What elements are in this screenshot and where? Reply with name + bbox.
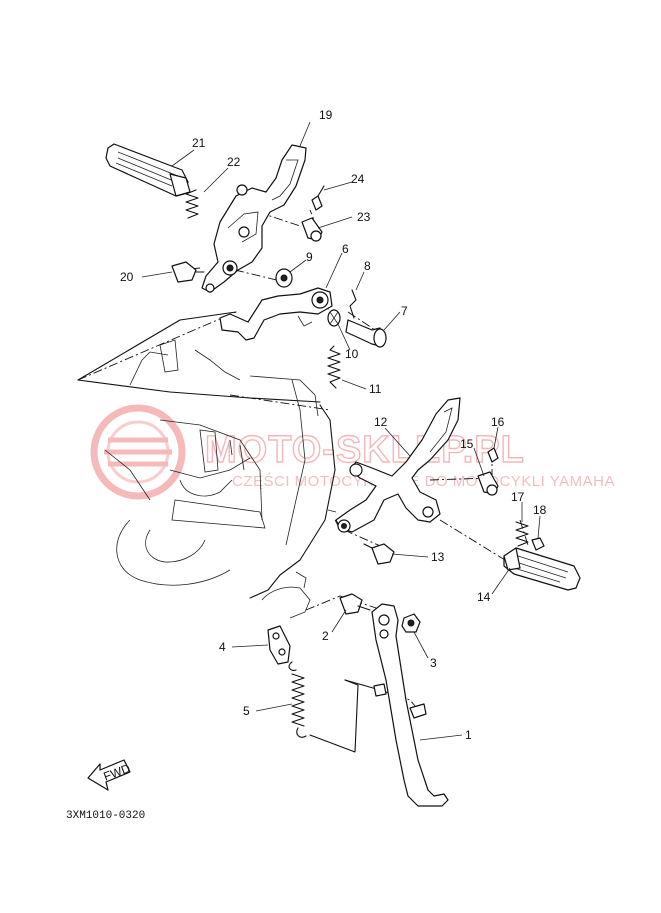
part-19-footrest-bracket (201, 144, 307, 293)
callout-19: 19 (319, 108, 333, 122)
callout-14: 14 (477, 590, 491, 604)
callout-6: 6 (342, 242, 349, 256)
part-1-sidestand (371, 603, 449, 807)
callout-13: 13 (431, 550, 445, 564)
leader-lines (141, 121, 541, 741)
part-2-bolt (339, 593, 371, 615)
callout-17: 17 (511, 490, 525, 504)
part-17-spring (515, 521, 529, 547)
part-16-pin (487, 447, 499, 463)
part-11-spring (327, 345, 341, 389)
callout-22: 22 (227, 155, 241, 169)
part-6-pedal (219, 287, 333, 341)
part-22-spring (185, 189, 199, 219)
part-20-bolt (171, 261, 205, 283)
frame-outline (77, 311, 341, 619)
part-5-spring (288, 661, 307, 738)
part-9-washer (275, 268, 293, 288)
callout-7: 7 (401, 304, 408, 318)
part-12-footrest-bracket (335, 397, 461, 533)
part-8-cotter-pin (349, 289, 357, 319)
callout-20: 20 (120, 270, 134, 284)
fwd-arrow-icon: FWD (87, 759, 133, 791)
part-10-washer (327, 309, 341, 327)
callout-1: 1 (465, 728, 472, 742)
callout-3: 3 (430, 656, 437, 670)
callout-8: 8 (364, 259, 371, 273)
watermark-title: MOTO-SKLEP.PL (205, 429, 525, 471)
callout-5: 5 (243, 704, 250, 718)
part-21-footrest-peg (105, 143, 191, 197)
callout-23: 23 (357, 210, 371, 224)
callout-16: 16 (491, 415, 505, 429)
watermark: MOTO-SKLEP.PL CZĘŚCI MOTOCYKLOWE DO MOTO… (90, 404, 615, 500)
callout-15: 15 (460, 437, 474, 451)
watermark-subtitle: CZĘŚCI MOTOCYKLOWE DO MOTOCYKLI YAMAHA (232, 472, 615, 490)
callout-9: 9 (306, 250, 313, 264)
part-23-bolt (301, 217, 323, 242)
callout-12: 12 (374, 415, 388, 429)
callout-24: 24 (351, 172, 365, 186)
callout-2: 2 (322, 629, 329, 643)
part-15-bolt (477, 471, 499, 496)
callout-21: 21 (192, 136, 206, 150)
drawing-code: 3XM1010-0320 (66, 810, 145, 822)
fwd-label: FWD (102, 761, 133, 784)
part-3-nut (401, 613, 421, 633)
part-4-bracket (267, 625, 291, 665)
callout-labels: 19 21 22 24 23 20 9 6 8 7 10 11 12 15 16… (120, 108, 547, 742)
part-14-footrest-peg (503, 547, 581, 591)
callout-11: 11 (369, 382, 382, 396)
part-24-pin (311, 185, 325, 211)
callout-10: 10 (345, 347, 359, 361)
callout-18: 18 (533, 503, 547, 517)
part-18-pin (531, 537, 545, 551)
part-7-bolt (345, 319, 387, 348)
callout-4: 4 (219, 640, 226, 654)
part-13-bolt (363, 543, 395, 565)
